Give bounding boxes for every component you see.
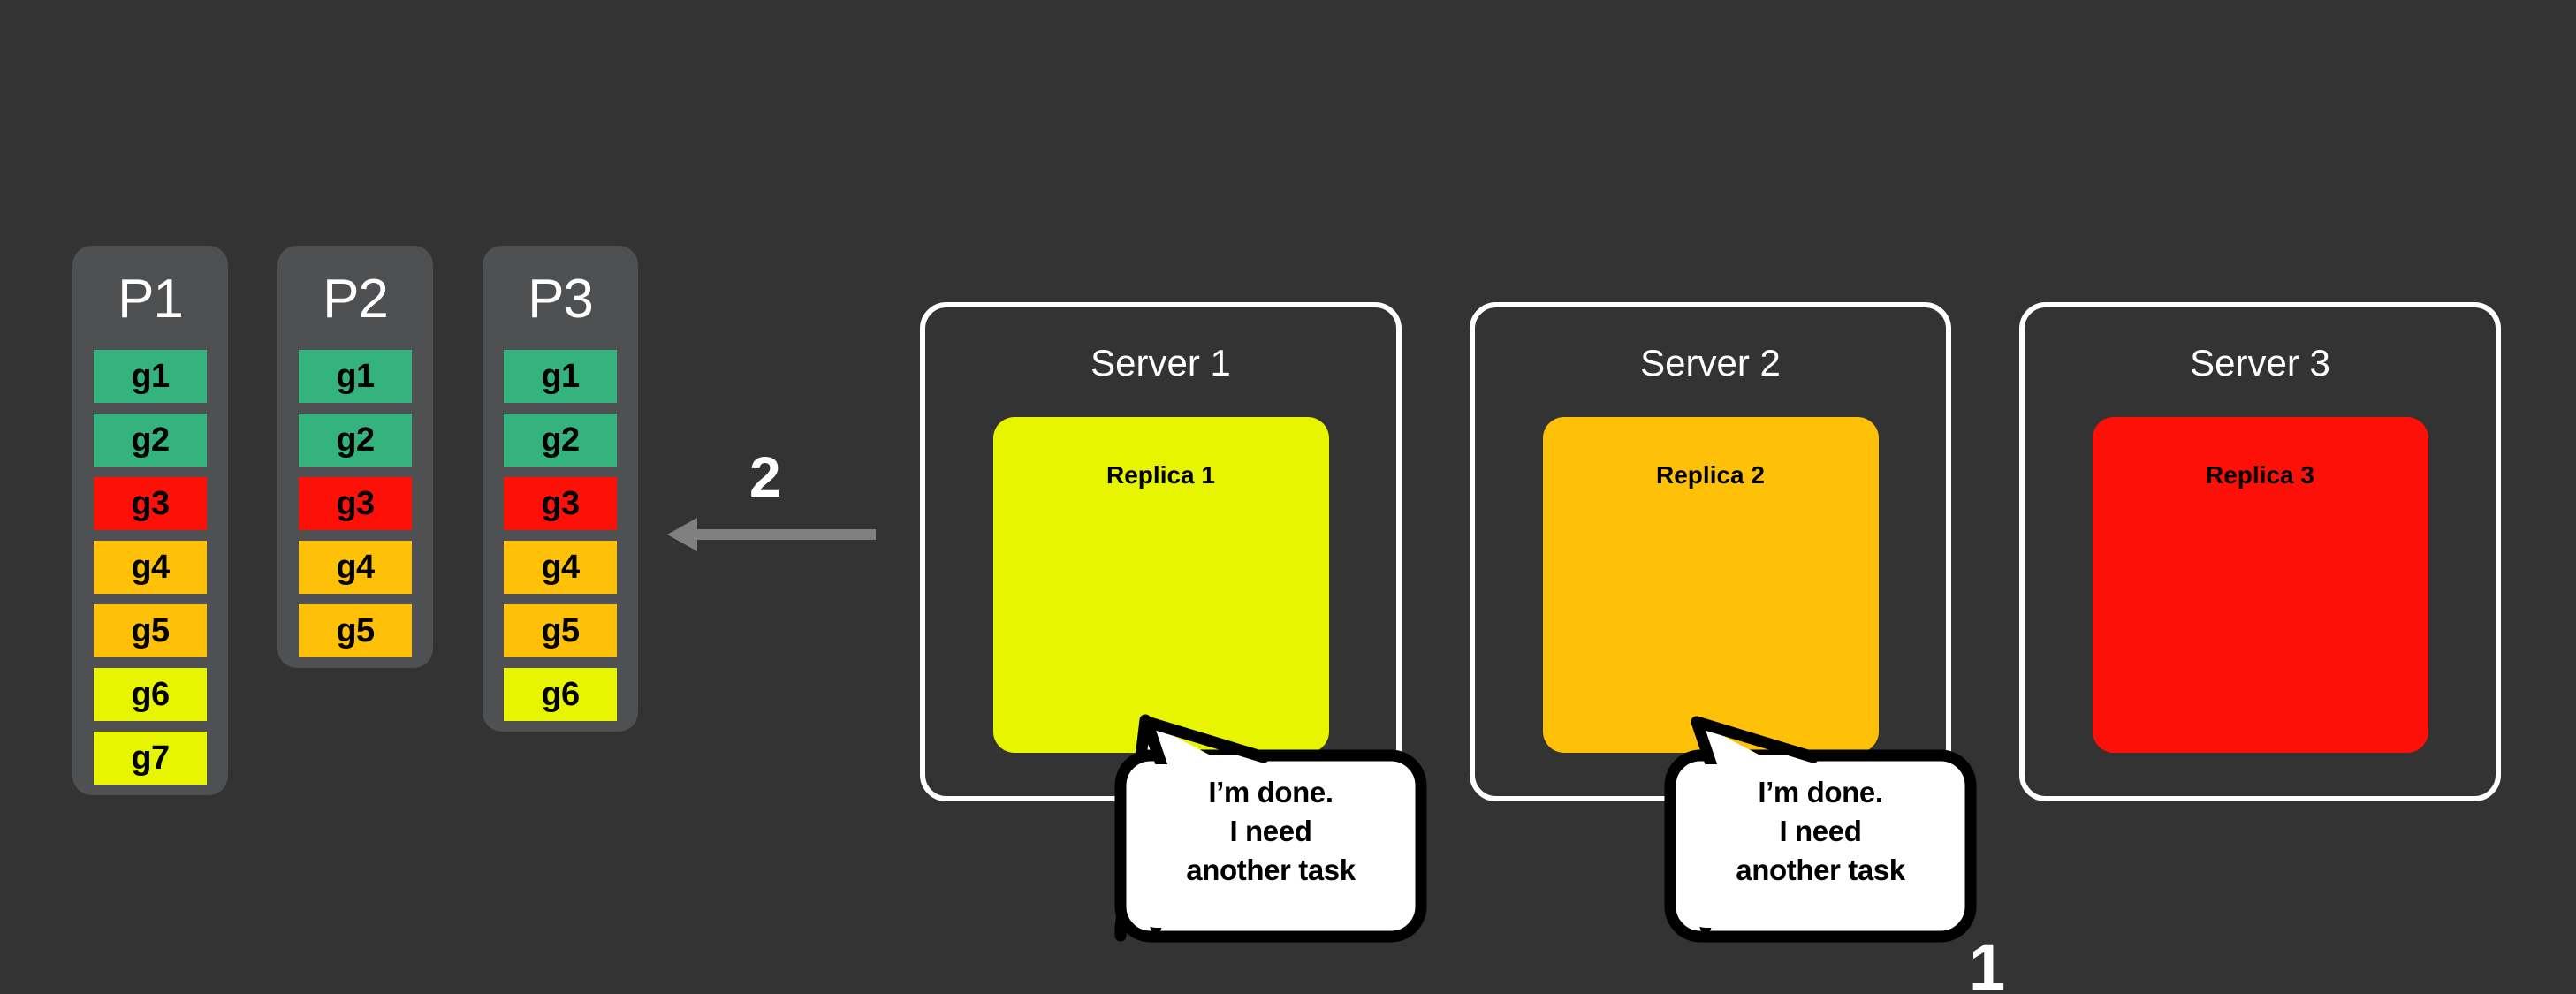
speech-bubble-server-2: I’m done. I need another task: [1661, 685, 1979, 976]
speech-bubble-server-1: I’m done. I need another task: [1112, 685, 1430, 976]
partition-card-p3: P3 g1 g2 g3 g4 g5 g6: [483, 246, 638, 732]
server-card-2: Server 2 Replica 2: [1470, 302, 1951, 801]
server-card-3: Server 3 Replica 3: [2019, 302, 2501, 801]
partition-block: g6: [94, 668, 207, 721]
speech-bubble-shape: [1664, 716, 1977, 943]
partition-title: P1: [118, 269, 184, 330]
partition-blocks-p2: g1 g2 g3 g4 g5: [277, 350, 433, 668]
bubble-line: I need: [1229, 814, 1312, 847]
partition-block: g3: [504, 477, 617, 530]
replica-box-3: Replica 3: [2092, 417, 2428, 753]
partition-block: g3: [94, 477, 207, 530]
partition-block: g2: [94, 414, 207, 467]
bubble-line: another task: [1736, 853, 1905, 886]
replica-label: Replica 1: [1106, 461, 1215, 489]
partition-title: P2: [323, 269, 389, 330]
speech-bubble-text: I’m done. I need another task: [1661, 773, 1979, 890]
partition-block: g5: [94, 604, 207, 657]
server-title: Server 2: [1640, 342, 1781, 383]
server-title: Server 1: [1090, 342, 1231, 383]
bubble-line: another task: [1186, 853, 1356, 886]
replica-box-1: Replica 1: [992, 417, 1329, 753]
replica-label: Replica 2: [1656, 461, 1765, 489]
partition-blocks-p1: g1 g2 g3 g4 g5 g6 g7: [72, 350, 228, 795]
partition-card-p1: P1 g1 g2 g3 g4 g5 g6 g7: [72, 246, 228, 795]
server-title: Server 3: [2190, 342, 2330, 383]
partition-title: P3: [528, 269, 594, 330]
replica-box-2: Replica 2: [1542, 417, 1879, 753]
partition-block: g4: [504, 541, 617, 594]
partition-block: g5: [299, 604, 412, 657]
partition-block: g7: [94, 732, 207, 785]
partition-block: g2: [299, 414, 412, 467]
bubble-line: I’m done.: [1758, 776, 1883, 808]
partition-block: g3: [299, 477, 412, 530]
partition-block: g1: [94, 350, 207, 403]
step-label-two: 2: [749, 445, 781, 509]
partition-block: g4: [94, 541, 207, 594]
step-label-one: 1: [1969, 930, 2006, 994]
partition-block: g1: [504, 350, 617, 403]
partition-block: g2: [504, 414, 617, 467]
speech-bubble-shape: [1114, 714, 1427, 943]
partition-block: g6: [504, 668, 617, 721]
server-card-1: Server 1 Replica 1: [920, 302, 1402, 801]
partition-block: g5: [504, 604, 617, 657]
rebalance-arrow-icon: [667, 518, 876, 551]
bubble-line: I need: [1779, 814, 1862, 847]
replica-label: Replica 3: [2206, 461, 2314, 489]
partition-blocks-p3: g1 g2 g3 g4 g5 g6: [483, 350, 638, 732]
speech-bubble-text: I’m done. I need another task: [1112, 773, 1430, 890]
bubble-line: I’m done.: [1208, 776, 1334, 808]
partition-card-p2: P2 g1 g2 g3 g4 g5: [277, 246, 433, 668]
partition-block: g1: [299, 350, 412, 403]
partition-block: g4: [299, 541, 412, 594]
